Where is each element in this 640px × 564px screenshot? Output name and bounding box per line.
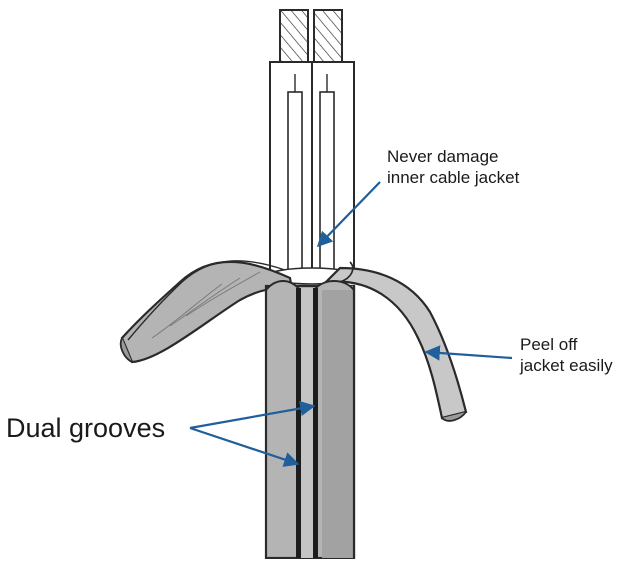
outer-cable-jacket [264,280,356,560]
copper-conductors [279,9,343,69]
grooves-label: Dual grooves [6,413,166,443]
left-groove [296,288,301,558]
peel-label: Peel off jacket easily [520,335,613,376]
callout-arrows [189,181,513,467]
right-groove [313,288,318,558]
inner-jacket-arrow [316,181,381,248]
peel-arrow [424,345,513,361]
groove-arrow-lower [189,426,300,467]
inner-jacket-label: Never damage inner cable jacket [387,147,520,188]
groove-arrow-upper [189,400,316,430]
inner-cable-jacket [267,61,357,285]
left-peeled-jacket [119,260,294,364]
right-peeled-jacket [323,261,468,422]
